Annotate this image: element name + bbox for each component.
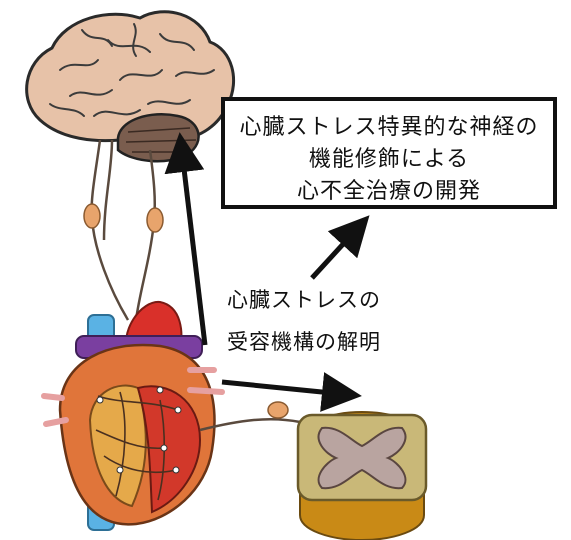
ganglion-right-icon: [147, 208, 163, 232]
brain-icon: [27, 12, 234, 162]
finding-line-2: 受容機構の解明: [227, 326, 381, 356]
ganglion-left-icon: [84, 204, 100, 228]
arrow-to-brain: [182, 152, 205, 345]
heart-icon: [44, 302, 222, 530]
arrow-to-spinal-cord: [222, 382, 342, 394]
goal-line-1: 心臓ストレス特異的な神経の: [225, 109, 553, 141]
arrow-to-goal: [312, 230, 356, 278]
ganglion-spinal-icon: [268, 402, 288, 418]
goal-line-2: 機能修飾による: [225, 141, 553, 173]
goal-line-3: 心不全治療の開発: [225, 173, 553, 205]
goal-box: 心臓ストレス特異的な神経の 機能修飾による 心不全治療の開発: [221, 97, 557, 209]
finding-line-1: 心臓ストレスの: [227, 284, 381, 314]
spinal-cord-icon: [298, 412, 426, 540]
vagus-nerve-icon: [92, 140, 155, 320]
